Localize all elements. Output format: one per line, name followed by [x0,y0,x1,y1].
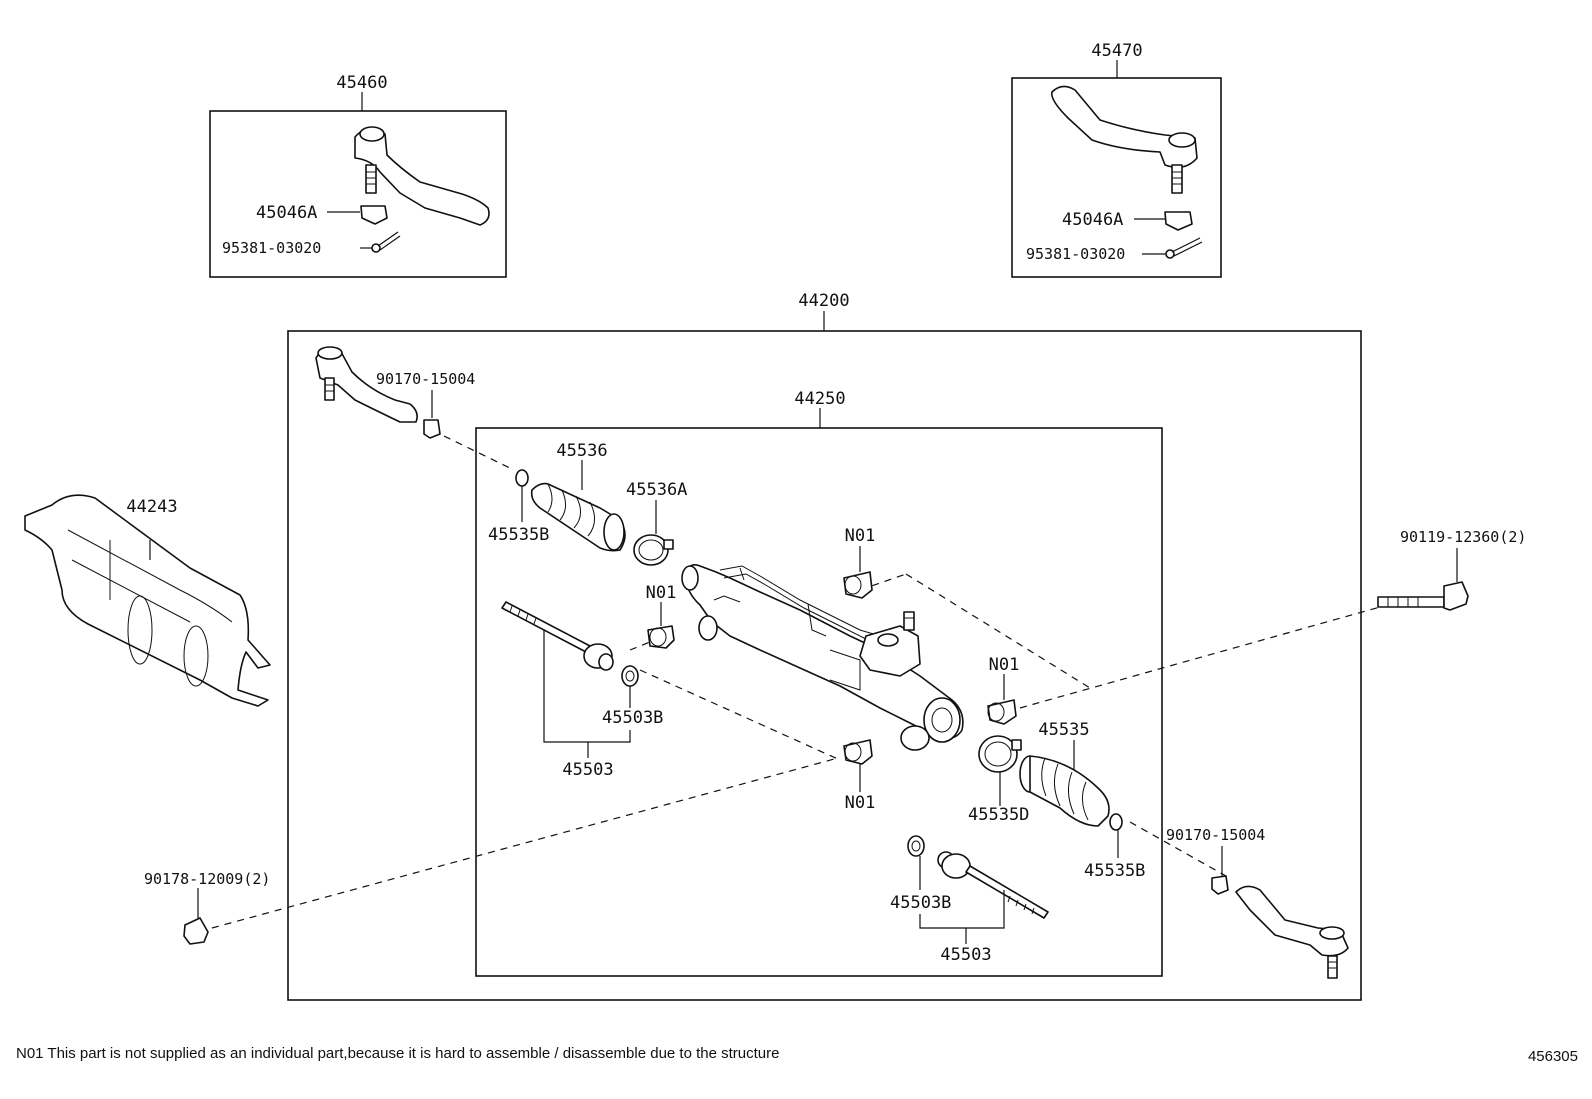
tie-rod-end-lower-right [1235,885,1349,979]
band-45535d-part [978,735,1022,773]
tie-rod-end-left-part [354,126,490,226]
label-90170-upper: 90170-15004 [376,370,475,388]
bushing-n01-c [987,699,1017,725]
box-44250 [475,427,1163,977]
label-44200: 44200 [798,291,849,311]
boot-right-part [1019,755,1110,827]
tie-rod-end-upper-left [315,346,418,423]
box-45460 [209,110,507,278]
footnote-n01: N01 This part is not supplied as an indi… [16,1045,780,1062]
label-95381-left: 95381-03020 [222,239,321,257]
nut-upper-left [423,419,441,439]
label-90119: 90119-12360(2) [1400,528,1526,546]
label-45535d: 45535D [968,805,1029,825]
heat-insulator-part [24,494,271,707]
label-45460: 45460 [336,73,387,93]
washer-45503b-right [907,835,925,857]
nut-lower-right [1211,875,1229,895]
label-n01-b: N01 [646,583,677,603]
label-45046a-right: 45046A [1062,210,1123,230]
inner-tie-rod-left [501,601,614,671]
tie-rod-end-right-part [1051,85,1198,231]
washer-45503b-left [621,665,639,687]
label-n01-c: N01 [989,655,1020,675]
bolt-90119-part [1377,581,1469,611]
cotter-pin-left [360,231,401,253]
bushing-n01-b [843,571,873,599]
label-45046a-left: 45046A [256,203,317,223]
bushing-n01-a [647,625,675,649]
label-95381-right: 95381-03020 [1026,245,1125,263]
steering-rack-housing [681,564,964,751]
label-45535b-left: 45535B [488,525,549,545]
label-45503b-right: 45503B [890,893,951,913]
label-45503-left: 45503 [562,760,613,780]
diagram-code: 456305 [1527,1048,1578,1065]
label-44250: 44250 [794,389,845,409]
label-45503-right: 45503 [940,945,991,965]
band-45536a-part [633,534,674,566]
boot-left-part [530,482,626,552]
label-n01-a: N01 [845,526,876,546]
label-90178: 90178-12009(2) [144,870,270,888]
label-45536a: 45536A [626,480,687,500]
label-90170-lower: 90170-15004 [1166,826,1265,844]
label-45503b-left: 45503B [602,708,663,728]
label-45535b-right: 45535B [1084,861,1145,881]
label-44243: 44243 [126,497,177,517]
clamp-45535b-right [1109,813,1123,831]
label-45535: 45535 [1038,720,1089,740]
bushing-n01-d [843,739,873,765]
label-45470: 45470 [1091,41,1142,61]
cotter-pin-right [1142,237,1203,259]
label-45536: 45536 [556,441,607,461]
inner-tie-rod-right [937,851,1049,919]
bolt-90178-part [183,917,209,945]
label-n01-d: N01 [845,793,876,813]
clamp-45535b-left [515,469,529,487]
